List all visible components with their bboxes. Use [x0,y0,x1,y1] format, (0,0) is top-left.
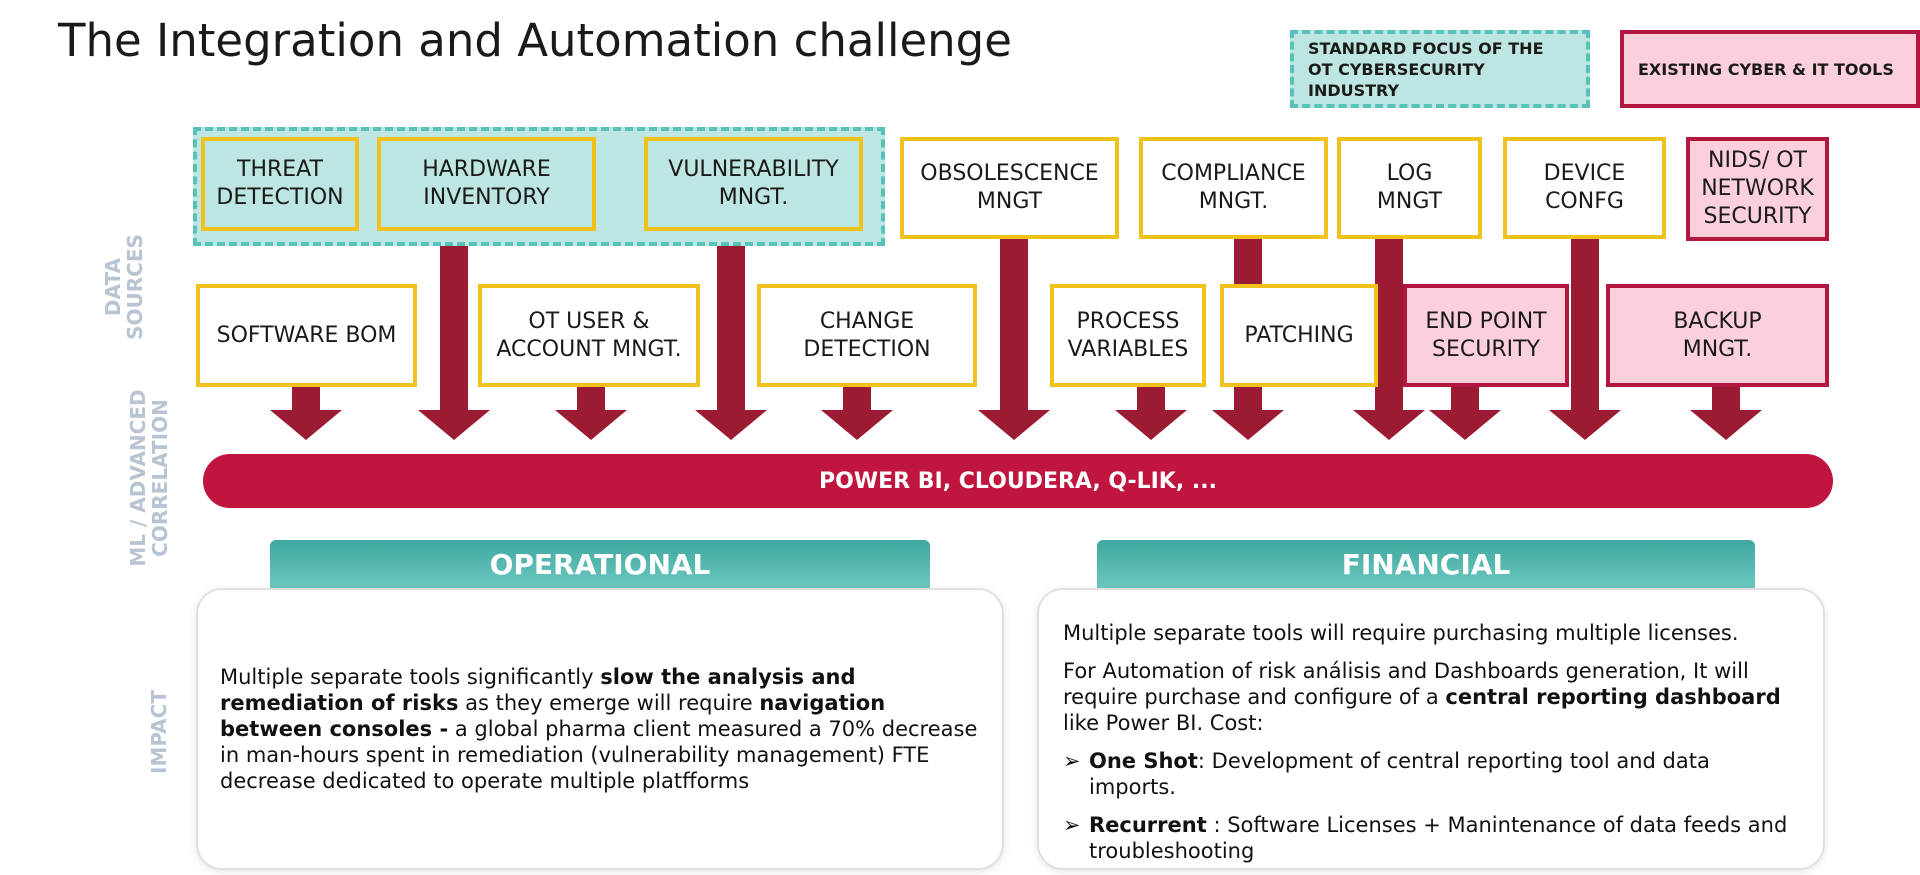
tab-operational: OPERATIONAL [270,540,930,588]
box-patching: PATCHING [1220,284,1378,387]
text-run: For Automation of risk análisis and Dash… [1063,659,1749,709]
arrowhead-bullet-icon: ➢ [1063,813,1081,837]
box-label-line: END POINT [1425,308,1547,334]
financial-paragraph-licenses: Multiple separate tools will require pur… [1063,621,1739,645]
financial-impact-panel: Multiple separate tools will require pur… [1037,588,1825,870]
legend-ot-industry-focus: STANDARD FOCUS OF THE OT CYBERSECURITY I… [1290,30,1590,108]
text-run: like Power BI. Cost: [1063,711,1264,735]
box-vulnerability-mngt: VULNERABILITY MNGT. [644,137,863,231]
box-label-line: MNGT. [718,185,789,210]
box-label-line: CHANGE [819,308,915,334]
box-ot-user-account-mngt: OT USER &ACCOUNT MNGT. [478,284,700,387]
arrowhead-bullet-icon: ➢ [1063,749,1081,773]
tab-financial: FINANCIAL [1097,540,1755,588]
text-run: : Development of central reporting tool … [1089,749,1710,799]
legend-tools-label: EXISTING CYBER & IT TOOLS [1638,59,1894,79]
box-label-line: PROCESS [1076,308,1180,334]
platform-bar: POWER BI, CLOUDERA, Q-LIK, ... [203,454,1833,508]
arrow-end-point-security [1429,383,1501,440]
box-software-bom: SOFTWARE BOM [196,284,417,387]
text-run: a global pharma client measured a 70% de… [220,717,978,793]
platform-label: POWER BI, CLOUDERA, Q-LIK, ... [819,468,1217,494]
box-obsolescence-mngt: OBSOLESCENCE MNGT [900,137,1119,239]
box-label-line: VARIABLES [1067,336,1189,362]
arrow-backup-mngt [1690,383,1762,440]
legend-focus-label: STANDARD FOCUS OF THE OT CYBERSECURITY I… [1308,38,1544,100]
text-emphasis: One Shot [1089,749,1198,773]
box-label-line: INVENTORY [423,185,550,210]
arrow-log-mngt [1353,235,1425,440]
financial-paragraph-dashboard: For Automation of risk análisis and Dash… [1063,658,1803,736]
box-label-line: OT USER & [528,308,650,334]
operational-impact-panel: Multiple separate tools significantly sl… [196,588,1004,870]
arrow-ot-user-account [555,383,627,440]
text-emphasis: central reporting dashboard [1445,685,1781,709]
box-label-line: SECURITY [1432,336,1540,362]
box-label-line: LOG [1386,161,1433,186]
page-title: The Integration and Automation challenge [58,14,1012,67]
box-label-line: OBSOLESCENCE [920,161,1099,186]
box-label-line: ACCOUNT MNGT. [496,336,682,362]
bullet-recurrent-text: Recurrent : Software Licenses + Maninten… [1089,812,1803,864]
box-label-line: DETECTION [216,185,344,210]
box-label-line: SECURITY [1703,204,1812,229]
box-label-line: BACKUP [1673,308,1762,334]
box-label-line: COMPLIANCE [1161,161,1306,186]
box-label-line: NETWORK [1701,176,1814,201]
box-label-line: MNGT [1376,189,1443,214]
bullet-recurrent: ➢ Recurrent : Software Licenses + Manint… [1063,812,1803,864]
box-compliance-mngt: COMPLIANCE MNGT. [1139,137,1328,239]
box-label-line: VULNERABILITY [668,157,839,182]
box-label-line: THREAT [237,157,323,182]
box-label-line: MNGT. [1198,189,1269,214]
arrow-vulnerability-mngt [695,240,767,440]
box-label-line: MNGT. [1682,336,1753,362]
box-label-line: PATCHING [1244,322,1354,348]
text-emphasis: navigation between consoles - [220,691,886,741]
box-device-confg: DEVICE CONFG [1503,137,1666,239]
box-label-line: DEVICE [1543,161,1626,186]
bullet-one-shot-text: One Shot: Development of central reporti… [1089,748,1803,800]
arrow-process-variables [1115,383,1187,440]
text-run: Multiple separate tools significantly [220,665,601,689]
text-run: : Software Licenses + Manintenance of da… [1089,813,1788,863]
arrow-hardware-inventory [418,240,490,440]
box-label-line: NIDS/ OT [1707,148,1807,173]
box-threat-detection: THREAT DETECTION [201,137,359,231]
text-emphasis: slow the analysis and remediation of ris… [220,665,856,715]
arrow-obsolescence-mngt [978,235,1050,440]
box-nids-ot-network-security: NIDS/ OT NETWORK SECURITY [1686,137,1829,241]
arrow-device-confg [1549,235,1621,440]
arrow-software-bom [270,383,342,440]
tab-financial-label: FINANCIAL [1341,547,1511,581]
tab-operational-label: OPERATIONAL [489,547,711,581]
operational-impact-text: Multiple separate tools significantly sl… [198,664,1002,794]
box-label-line: MNGT [976,189,1043,214]
box-label-line: DETECTION [803,336,931,362]
legend-existing-tools: EXISTING CYBER & IT TOOLS [1620,30,1920,108]
box-log-mngt: LOG MNGT [1337,137,1482,239]
box-label-line: SOFTWARE BOM [216,322,397,348]
box-label-line: HARDWARE [422,157,551,182]
text-emphasis: Recurrent [1089,813,1207,837]
bullet-one-shot: ➢ One Shot: Development of central repor… [1063,748,1803,800]
box-label-line: CONFG [1545,189,1624,214]
box-hardware-inventory: HARDWARE INVENTORY [377,137,596,231]
text-run: as they emerge will require [458,691,760,715]
arrow-change-detection [821,383,893,440]
